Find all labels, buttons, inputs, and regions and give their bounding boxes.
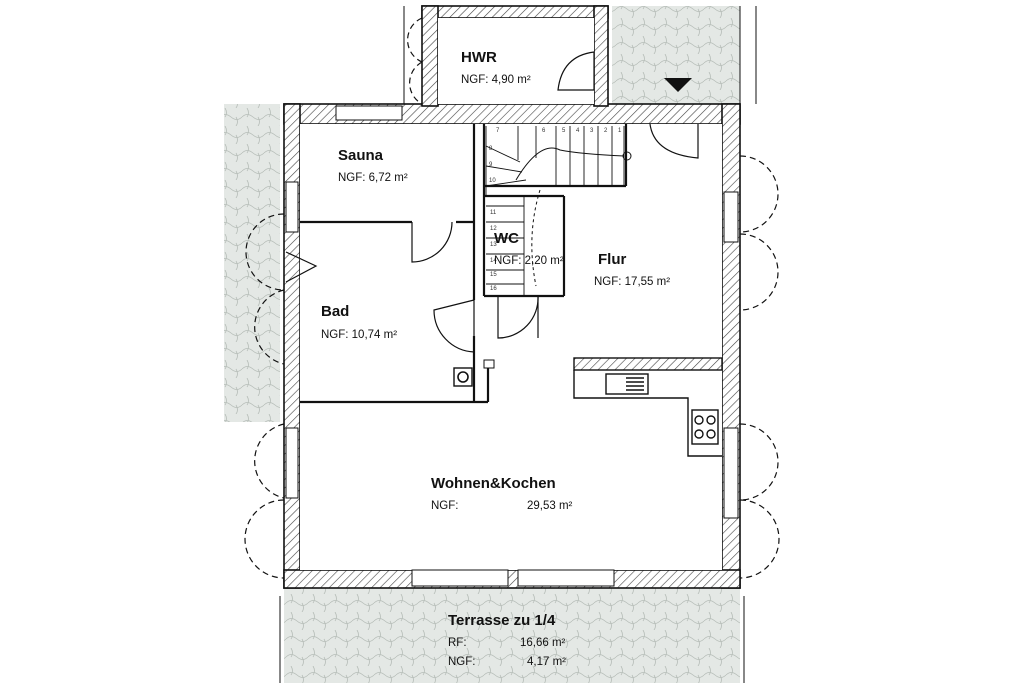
- terrace-ngf-value: 4,17 m²: [527, 656, 566, 668]
- room-terrasse: Terrasse zu 1/4 RF: 16,66 m² NGF: 4,17 m…: [448, 612, 566, 668]
- stair-step-12: 12: [490, 226, 497, 232]
- stair-step-11: 11: [490, 210, 497, 216]
- room-wc: WC NGF: 2,20 m²: [494, 230, 564, 267]
- paving-terrace: [284, 588, 740, 683]
- stair-step-16: 16: [490, 286, 497, 292]
- stair-step-8: 8: [489, 146, 493, 152]
- room-name: WC: [494, 230, 519, 247]
- windows: [285, 105, 739, 587]
- staircase: 1 2 3 4 5 6 7 8 9 10 11 12 13 14 15 16: [485, 126, 632, 296]
- room-area: NGF: 17,55 m²: [594, 276, 670, 288]
- room-name: Wohnen&Kochen: [431, 475, 556, 492]
- stair-step-3: 3: [590, 128, 594, 134]
- room-area: NGF: 2,20 m²: [494, 255, 564, 267]
- stair-step-15: 15: [490, 272, 497, 278]
- doors: [285, 51, 699, 353]
- window-swings: [244, 17, 780, 579]
- paving-left: [224, 104, 280, 422]
- room-hwr: HWR NGF: 4,90 m²: [461, 49, 531, 86]
- stair-step-5: 5: [562, 128, 566, 134]
- terrace-rf-value: 16,66 m²: [520, 637, 566, 649]
- room-name: HWR: [461, 49, 497, 66]
- stair-step-9: 9: [489, 162, 493, 168]
- stair-step-1: 1: [618, 128, 622, 134]
- stair-step-2: 2: [604, 128, 608, 134]
- room-area: NGF: 6,72 m²: [338, 172, 408, 184]
- room-flur: Flur NGF: 17,55 m²: [594, 251, 670, 288]
- sink-icon: [605, 373, 649, 395]
- room-name: Sauna: [338, 147, 384, 164]
- room-name: Terrasse zu 1/4: [448, 612, 556, 629]
- room-name: Flur: [598, 251, 626, 268]
- stair-step-10: 10: [489, 178, 496, 184]
- stove-icon: [691, 409, 719, 445]
- room-sauna: Sauna NGF: 6,72 m²: [338, 147, 408, 184]
- room-bad: Bad NGF: 10,74 m²: [321, 303, 397, 341]
- room-name: Bad: [321, 303, 349, 320]
- stair-step-13: 13: [490, 242, 497, 248]
- room-area: NGF: 4,90 m²: [461, 74, 531, 86]
- entrance-arrow-icon: [664, 78, 692, 92]
- room-area: NGF: 10,74 m²: [321, 329, 397, 341]
- stair-step-4: 4: [576, 128, 580, 134]
- terrace-ngf-label: NGF:: [448, 656, 475, 668]
- room-area-label: NGF:: [431, 500, 458, 512]
- kitchen-counter: [573, 370, 722, 457]
- terrace-rf-label: RF:: [448, 637, 467, 649]
- stair-step-14: 14: [490, 258, 497, 264]
- room-wohnen-kochen: Wohnen&Kochen NGF: 29,53 m²: [431, 475, 573, 512]
- room-area-value: 29,53 m²: [527, 500, 573, 512]
- stair-step-6: 6: [542, 128, 546, 134]
- drain-icon: [453, 359, 495, 387]
- stair-step-7: 7: [496, 128, 500, 134]
